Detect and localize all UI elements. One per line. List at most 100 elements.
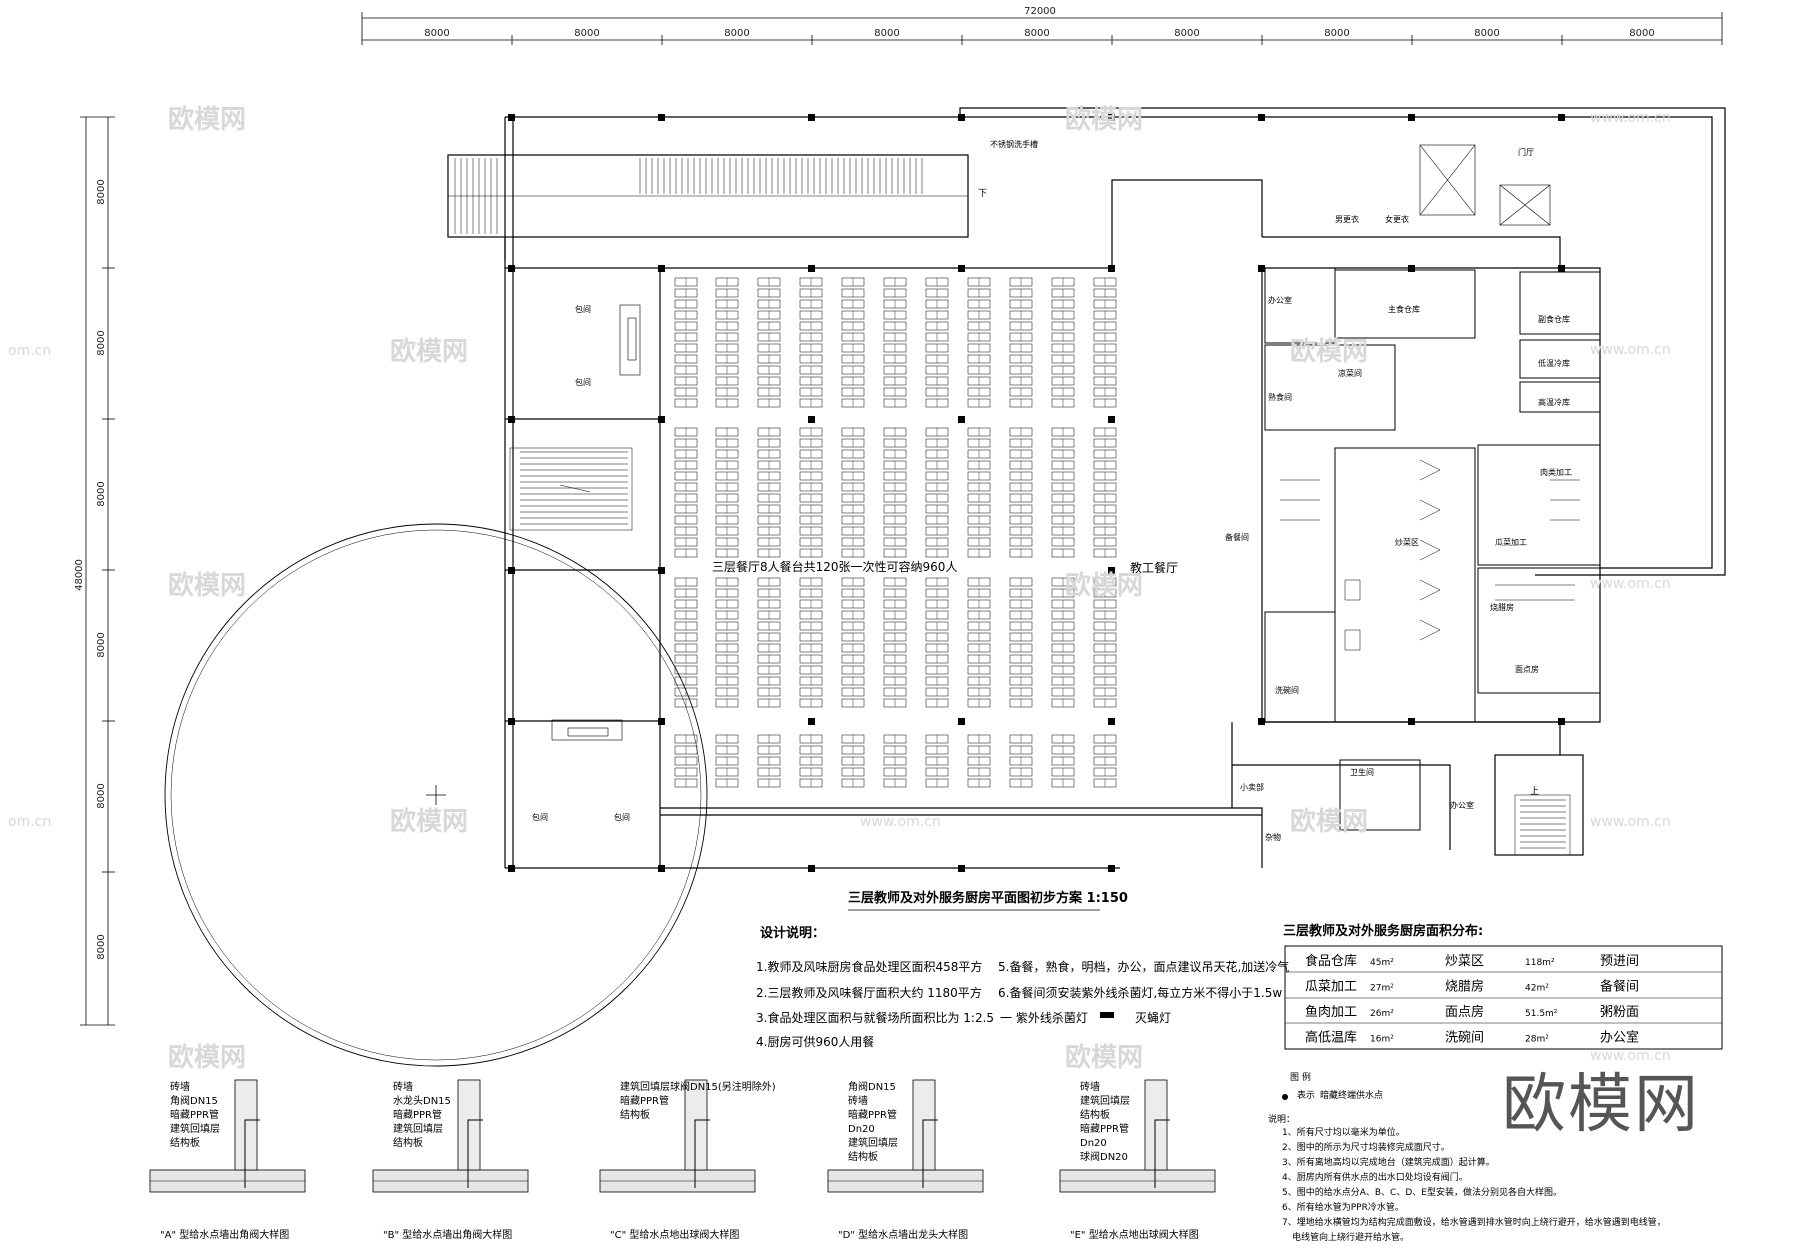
dining-table: [674, 460, 698, 470]
dining-table: [799, 767, 823, 777]
dining-table: [1051, 687, 1075, 697]
dining-table: [715, 745, 739, 755]
dining-table: [841, 354, 865, 364]
area-table-cell: 预进间: [1600, 954, 1639, 969]
explanation-item: 2、图中的所示为尺寸均装修完成面尺寸。: [1282, 1141, 1450, 1153]
left-dimension-lines: [80, 116, 115, 1026]
dining-table: [967, 332, 991, 342]
dining-table: [1051, 438, 1075, 448]
stair-left-middle: [509, 447, 633, 531]
dining-table: [757, 745, 781, 755]
circular-plaza-outline: [164, 523, 708, 1067]
dining-table: [1093, 504, 1117, 514]
dining-table: [1051, 610, 1075, 620]
dining-table: [674, 767, 698, 777]
dining-table: [757, 482, 781, 492]
design-note-item: 3.食品处理区面积与就餐场所面积比为 1:2.5: [756, 1010, 994, 1025]
dining-table: [757, 687, 781, 697]
dining-table: [674, 493, 698, 503]
detail-label: 暗藏PPR管: [1080, 1122, 1129, 1135]
dining-table: [757, 610, 781, 620]
area-table-cell: 42m²: [1525, 984, 1549, 994]
dining-table: [799, 493, 823, 503]
dining-table: [674, 343, 698, 353]
area-table-cell: 16m²: [1370, 1035, 1394, 1045]
dining-table: [1051, 734, 1075, 744]
dining-table: [1009, 343, 1033, 353]
dining-table: [757, 343, 781, 353]
dining-table: [883, 548, 907, 558]
dining-table: [841, 548, 865, 558]
dining-table: [674, 504, 698, 514]
side-warehouse-label: 副食仓库: [1538, 314, 1570, 324]
dining-table: [757, 504, 781, 514]
dining-table: [674, 482, 698, 492]
detail-caption: "B" 型给水点墙出角阀大样图: [383, 1228, 512, 1241]
dining-table: [1051, 515, 1075, 525]
private-room-label: 包间: [614, 812, 630, 822]
dining-table: [1051, 277, 1075, 287]
dining-table: [1051, 387, 1075, 397]
dining-table: [967, 493, 991, 503]
dining-table: [799, 387, 823, 397]
dining-table: [799, 354, 823, 364]
dining-table: [841, 610, 865, 620]
dining-table: [841, 515, 865, 525]
dining-table: [925, 588, 949, 598]
dining-table: [967, 599, 991, 609]
dining-table: [967, 610, 991, 620]
dining-table: [925, 288, 949, 298]
dining-table: [674, 654, 698, 664]
dining-table: [883, 756, 907, 766]
watermark-brand: 欧模网: [168, 104, 246, 135]
fly-lamp-legend: 灭蝇灯: [1135, 1011, 1171, 1025]
dining-table: [925, 398, 949, 408]
dining-table: [1093, 354, 1117, 364]
detail-label: 结构板: [1080, 1108, 1110, 1121]
dining-table: [1009, 745, 1033, 755]
dining-table: [799, 548, 823, 558]
dining-table: [1093, 526, 1117, 536]
dining-table: [1009, 577, 1033, 587]
dining-table: [757, 427, 781, 437]
dining-table: [757, 398, 781, 408]
dining-table: [715, 588, 739, 598]
row-spacing-label: 8000: [96, 632, 107, 657]
dining-table: [1051, 621, 1075, 631]
overall-width-label: 72000: [1024, 6, 1056, 17]
dining-table: [883, 665, 907, 675]
dining-table: [757, 493, 781, 503]
detail-label: 暗藏PPR管: [620, 1094, 669, 1107]
detail-caption: "C" 型给水点地出球阀大样图: [610, 1228, 739, 1241]
detail-label: 角阀DN15: [848, 1080, 896, 1093]
dining-table: [799, 427, 823, 437]
dining-table: [967, 471, 991, 481]
dining-table: [1093, 277, 1117, 287]
dining-table: [674, 588, 698, 598]
stair-treads-top: [454, 158, 923, 234]
dining-table: [1009, 537, 1033, 547]
dining-table: [1051, 343, 1075, 353]
dining-table: [841, 387, 865, 397]
dining-table: [1093, 482, 1117, 492]
dining-table: [757, 332, 781, 342]
dining-table: [883, 438, 907, 448]
watermark-brand: 欧模网: [1065, 104, 1143, 135]
dining-table: [757, 676, 781, 686]
dining-table: [883, 610, 907, 620]
dining-table: [799, 756, 823, 766]
dining-table: [967, 621, 991, 631]
dining-table: [1009, 698, 1033, 708]
dining-table: [883, 537, 907, 547]
dining-table: [1093, 376, 1117, 386]
dining-table: [799, 299, 823, 309]
dining-table: [925, 687, 949, 697]
detail-label: 砖墙: [848, 1094, 868, 1107]
column-spacing-label: 8000: [1629, 28, 1654, 39]
watermark-brand: 欧模网: [168, 570, 246, 601]
dining-table: [674, 526, 698, 536]
dining-table: [715, 610, 739, 620]
dining-table: [967, 299, 991, 309]
legend-heading: 图 例: [1290, 1071, 1311, 1083]
